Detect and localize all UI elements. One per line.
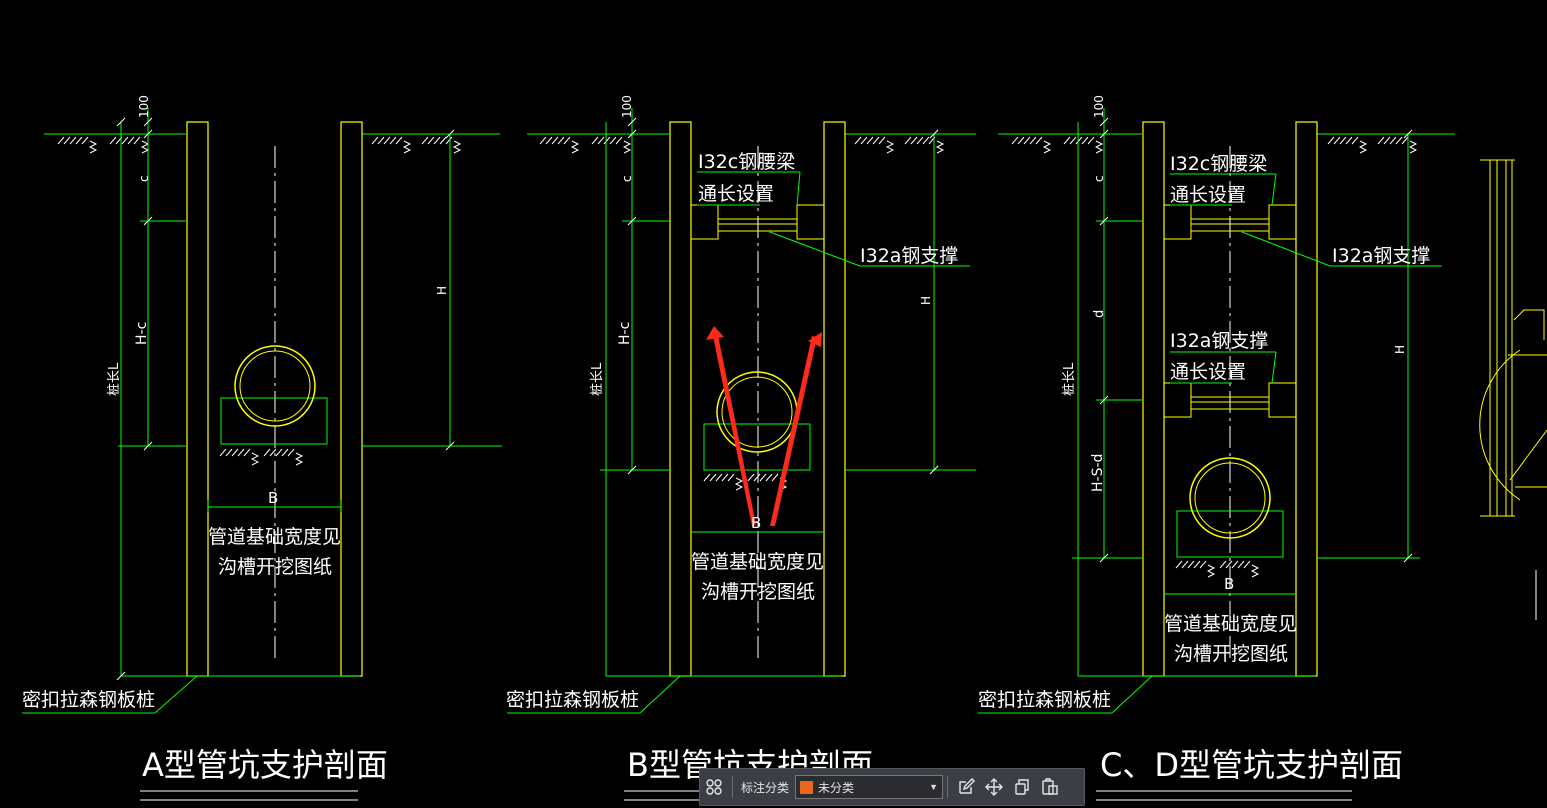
dim-h: H (435, 286, 449, 295)
strut-label: I32a钢支撑 (1332, 245, 1430, 267)
note-line-2: 沟槽开挖图纸 (218, 556, 332, 578)
dim-pile-length: 桩长L (107, 362, 122, 396)
toolbar-divider (732, 776, 733, 798)
strut2-label-line-1: I32a钢支撑 (1170, 330, 1268, 352)
category-color-swatch (800, 780, 814, 794)
waler-label-line-1: I32c钢腰梁 (1170, 153, 1267, 175)
red-annotation-arrows (706, 326, 822, 526)
dim-b: B (1224, 575, 1234, 593)
section-a (22, 108, 502, 801)
dim-pile-length: 桩长L (590, 362, 605, 396)
sheet-pile-left (186, 121, 209, 677)
pipe-bedding (220, 397, 328, 445)
category-label: 标注分类 (741, 780, 790, 795)
move-icon[interactable] (980, 773, 1008, 801)
sheet-pile-right (340, 121, 363, 677)
edit-icon[interactable] (952, 773, 980, 801)
dim-100: 100 (620, 95, 634, 118)
pipe-bedding (703, 423, 811, 471)
chevron-down-icon: ▼ (929, 782, 939, 792)
pipe (234, 345, 316, 427)
dim-h-minus-c: H-c (617, 322, 633, 345)
dim-100: 100 (137, 95, 151, 118)
category-dropdown[interactable]: 未分类 ▼ (795, 775, 944, 799)
strut2-label-line-2: 通长设置 (1170, 361, 1246, 383)
dim-b: B (751, 514, 761, 532)
dim-c: c (620, 175, 634, 182)
sheet-pile-right (823, 121, 846, 677)
dim-100: 100 (1092, 95, 1106, 118)
dim-h: H (919, 296, 933, 305)
sheet-pile-left (1142, 121, 1165, 677)
dim-h-minus-c: H-c (134, 322, 150, 345)
waler-label-line-1: I32c钢腰梁 (698, 151, 795, 173)
section-title: A型管坑支护剖面 (142, 746, 388, 784)
note-line-1: 管道基础宽度见 (1164, 613, 1297, 635)
pipe (1189, 457, 1271, 539)
grid-icon[interactable] (700, 773, 728, 801)
note-line-1: 管道基础宽度见 (691, 551, 824, 573)
dim-h-minus-s-d: H-S-d (1090, 454, 1106, 492)
copy-icon[interactable] (1008, 773, 1036, 801)
dim-c: c (1092, 175, 1106, 182)
waler-label-line-2: 通长设置 (1170, 184, 1246, 206)
note-line-1: 管道基础宽度见 (208, 526, 341, 548)
pipe-bedding (1176, 510, 1284, 558)
sheet-pile-right (1295, 121, 1318, 677)
section-b (507, 108, 976, 801)
note-line-2: 沟槽开挖图纸 (1174, 643, 1288, 665)
strut-label: I32a钢支撑 (860, 245, 958, 267)
pile-type-label: 密扣拉森钢板桩 (978, 689, 1111, 711)
dim-pile-length: 桩长L (1062, 362, 1077, 396)
paste-icon[interactable] (1036, 773, 1064, 801)
partial-section-right (1479, 159, 1547, 620)
dim-h: H (1393, 345, 1407, 354)
waler-label-line-2: 通长设置 (698, 183, 774, 205)
pile-type-label: 密扣拉森钢板桩 (22, 689, 155, 711)
annotation-toolbar: 标注分类 未分类 ▼ (699, 768, 1085, 806)
section-cd (978, 108, 1455, 801)
section-title: C、D型管坑支护剖面 (1100, 746, 1403, 784)
note-line-2: 沟槽开挖图纸 (701, 581, 815, 603)
dim-d: d (1092, 310, 1107, 318)
toolbar-divider (947, 776, 949, 798)
dim-b: B (268, 489, 278, 507)
sheet-pile-left (669, 121, 692, 677)
category-value: 未分类 (818, 780, 855, 795)
pile-type-label: 密扣拉森钢板桩 (506, 689, 639, 711)
dim-c: c (137, 175, 151, 182)
